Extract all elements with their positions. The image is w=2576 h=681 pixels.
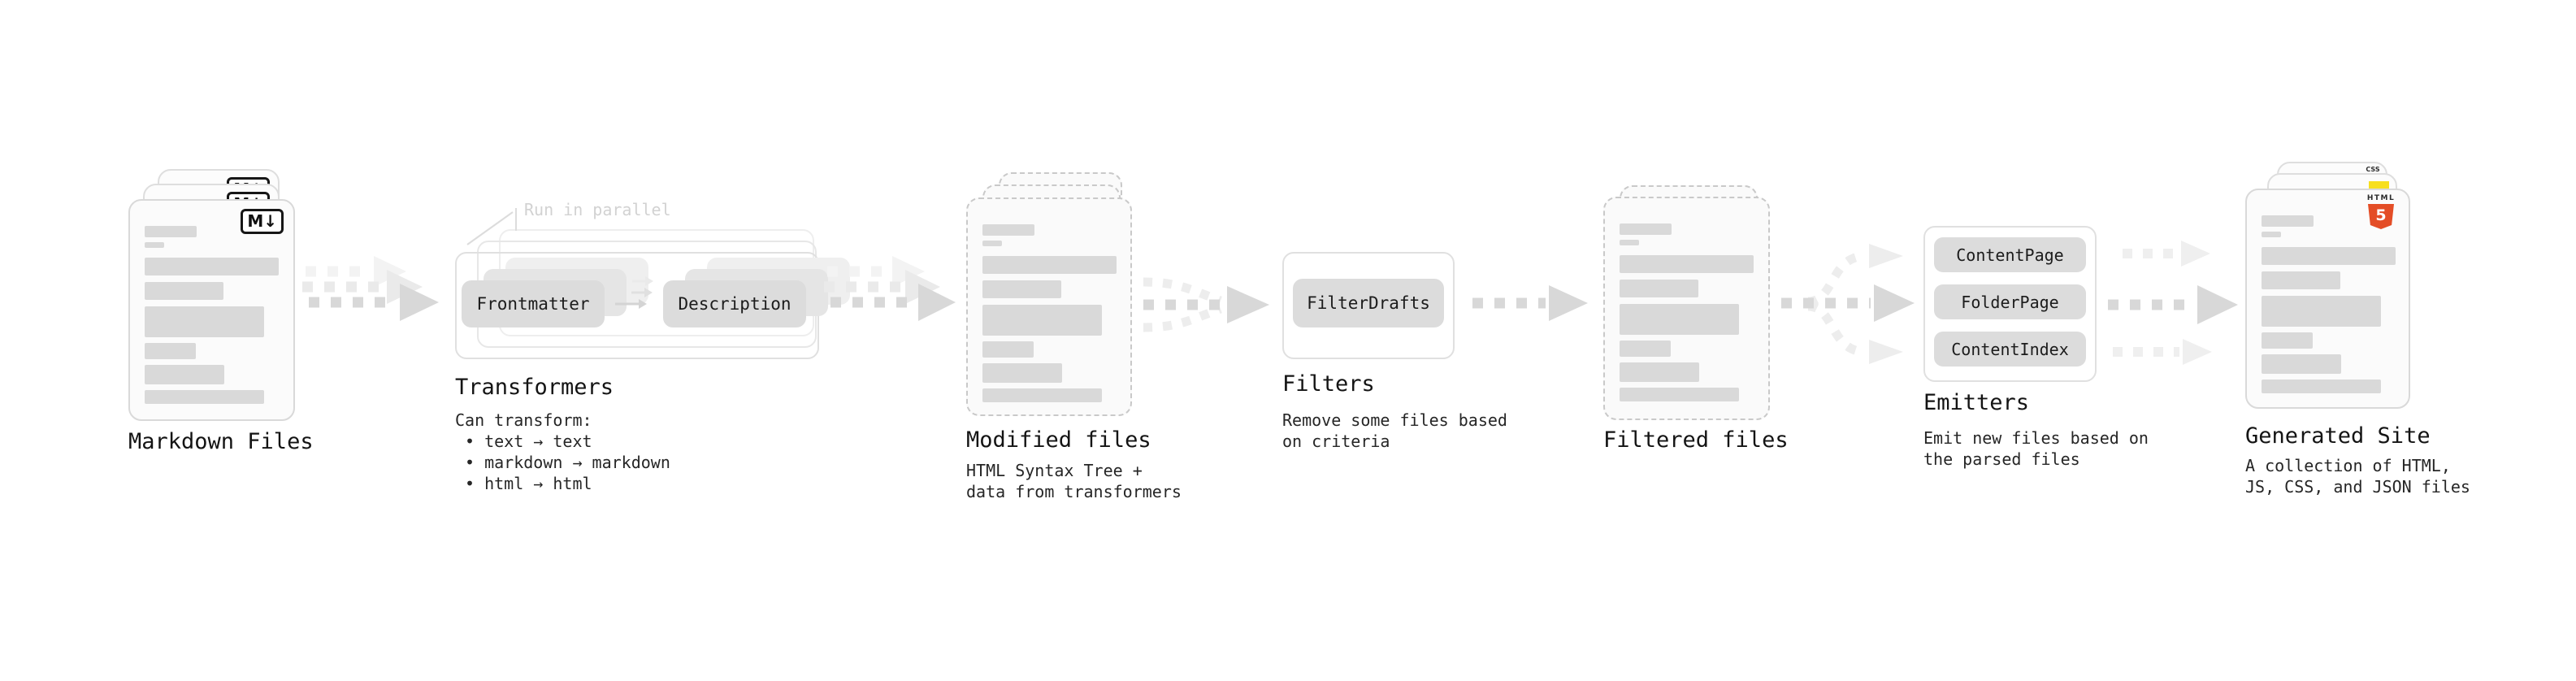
- stage-title-emitters: Emitters: [1923, 390, 2030, 415]
- skeleton-bar: [145, 343, 196, 359]
- skeleton-bar: [982, 256, 1117, 274]
- transformer-step-arrows: [615, 276, 653, 309]
- folderpage-chip: FolderPage: [1934, 284, 2086, 319]
- skeleton-bar: [145, 258, 279, 275]
- markdown-icon: M↓: [241, 209, 284, 234]
- skeleton-bar: [145, 306, 264, 337]
- skeleton-bar: [2262, 215, 2314, 227]
- modified-file-card: [966, 197, 1132, 416]
- filterdrafts-chip-label: FilterDrafts: [1307, 293, 1430, 313]
- bullet-html-to-html: • html → html: [465, 474, 592, 493]
- skeleton-bar: [982, 241, 1002, 246]
- emitters-subtitle: Emit new files based on the parsed files: [1923, 428, 2149, 469]
- folderpage-chip-label: FolderPage: [1961, 292, 2059, 312]
- skeleton-bar: [982, 305, 1102, 336]
- stage-title-filtered-files: Filtered files: [1603, 427, 1789, 453]
- contentindex-chip: ContentIndex: [1934, 332, 2086, 367]
- filterdrafts-chip: FilterDrafts: [1293, 279, 1444, 327]
- bullet-text-to-text: • text → text: [465, 432, 592, 451]
- skeleton-bar: [2262, 271, 2340, 289]
- skeleton-bar: [1620, 280, 1698, 297]
- stage-title-markdown-files: Markdown Files: [128, 429, 314, 454]
- arrow-transformers-to-modified: [824, 256, 956, 321]
- stage-title-filters: Filters: [1282, 371, 1375, 397]
- skeleton-bar: [982, 341, 1034, 358]
- generated-site-subtitle: A collection of HTML, JS, CSS, and JSON …: [2245, 456, 2470, 497]
- can-transform-heading: Can transform:: [455, 410, 592, 430]
- contentindex-chip-label: ContentIndex: [1951, 339, 2069, 359]
- arrow-filtered-to-emitters: [1781, 244, 1915, 364]
- arrow-markdown-to-transformers: [302, 256, 439, 321]
- modified-files-subtitle: HTML Syntax Tree + data from transformer…: [966, 461, 1182, 501]
- skeleton-bar: [1620, 223, 1672, 235]
- skeleton-bar: [2262, 296, 2381, 327]
- transformers-description: Can transform: • text → text • markdown …: [455, 410, 670, 494]
- skeleton-bar: [2262, 247, 2396, 265]
- arrow-filters-to-filtered: [1472, 285, 1588, 321]
- css-file-icon-label: CSS: [2366, 166, 2380, 173]
- skeleton-bar: [2262, 354, 2341, 374]
- contentpage-chip: ContentPage: [1934, 237, 2086, 272]
- skeleton-bar: [982, 363, 1062, 383]
- skeleton-bar: [2262, 332, 2313, 349]
- skeleton-bar: [1620, 340, 1671, 357]
- skeleton-bar: [1620, 255, 1754, 273]
- description-chip: Description: [663, 280, 806, 327]
- arrow-modified-to-filters: [1143, 277, 1269, 332]
- description-chip-label: Description: [678, 294, 791, 314]
- frontmatter-chip-label: Frontmatter: [476, 294, 590, 314]
- run-in-parallel-leader: [466, 208, 517, 245]
- skeleton-bar: [145, 282, 223, 300]
- skeleton-bar: [145, 390, 264, 404]
- skeleton-bar: [1620, 362, 1699, 382]
- skeleton-bar: [145, 242, 164, 248]
- frontmatter-chip: Frontmatter: [462, 280, 605, 327]
- html5-icon: HTML 5: [2363, 194, 2399, 229]
- skeleton-bar: [2262, 232, 2281, 237]
- filtered-file-card: [1603, 197, 1770, 420]
- skeleton-bar: [145, 226, 197, 237]
- skeleton-bar: [1620, 388, 1739, 401]
- skeleton-bar: [1620, 240, 1639, 245]
- skeleton-bar: [982, 280, 1061, 298]
- filters-subtitle: Remove some files based on criteria: [1282, 410, 1507, 451]
- skeleton-bar: [145, 365, 224, 384]
- stage-title-generated-site: Generated Site: [2245, 423, 2431, 449]
- bullet-markdown-to-markdown: • markdown → markdown: [465, 453, 670, 472]
- run-in-parallel-note: Run in parallel: [524, 200, 671, 219]
- stage-title-transformers: Transformers: [455, 375, 614, 400]
- contentpage-chip-label: ContentPage: [1956, 245, 2064, 265]
- generated-site-card: HTML 5: [2245, 189, 2410, 409]
- stage-title-modified-files: Modified files: [966, 427, 1151, 453]
- skeleton-bar: [982, 388, 1102, 402]
- skeleton-bar: [1620, 304, 1739, 335]
- skeleton-bar: [2262, 380, 2381, 393]
- markdown-file-card: M↓: [128, 199, 295, 421]
- skeleton-bar: [982, 224, 1034, 236]
- arrow-emitters-to-generated: [2108, 241, 2238, 365]
- html5-icon-shield: 5: [2368, 204, 2394, 229]
- html5-icon-label: HTML: [2366, 194, 2396, 202]
